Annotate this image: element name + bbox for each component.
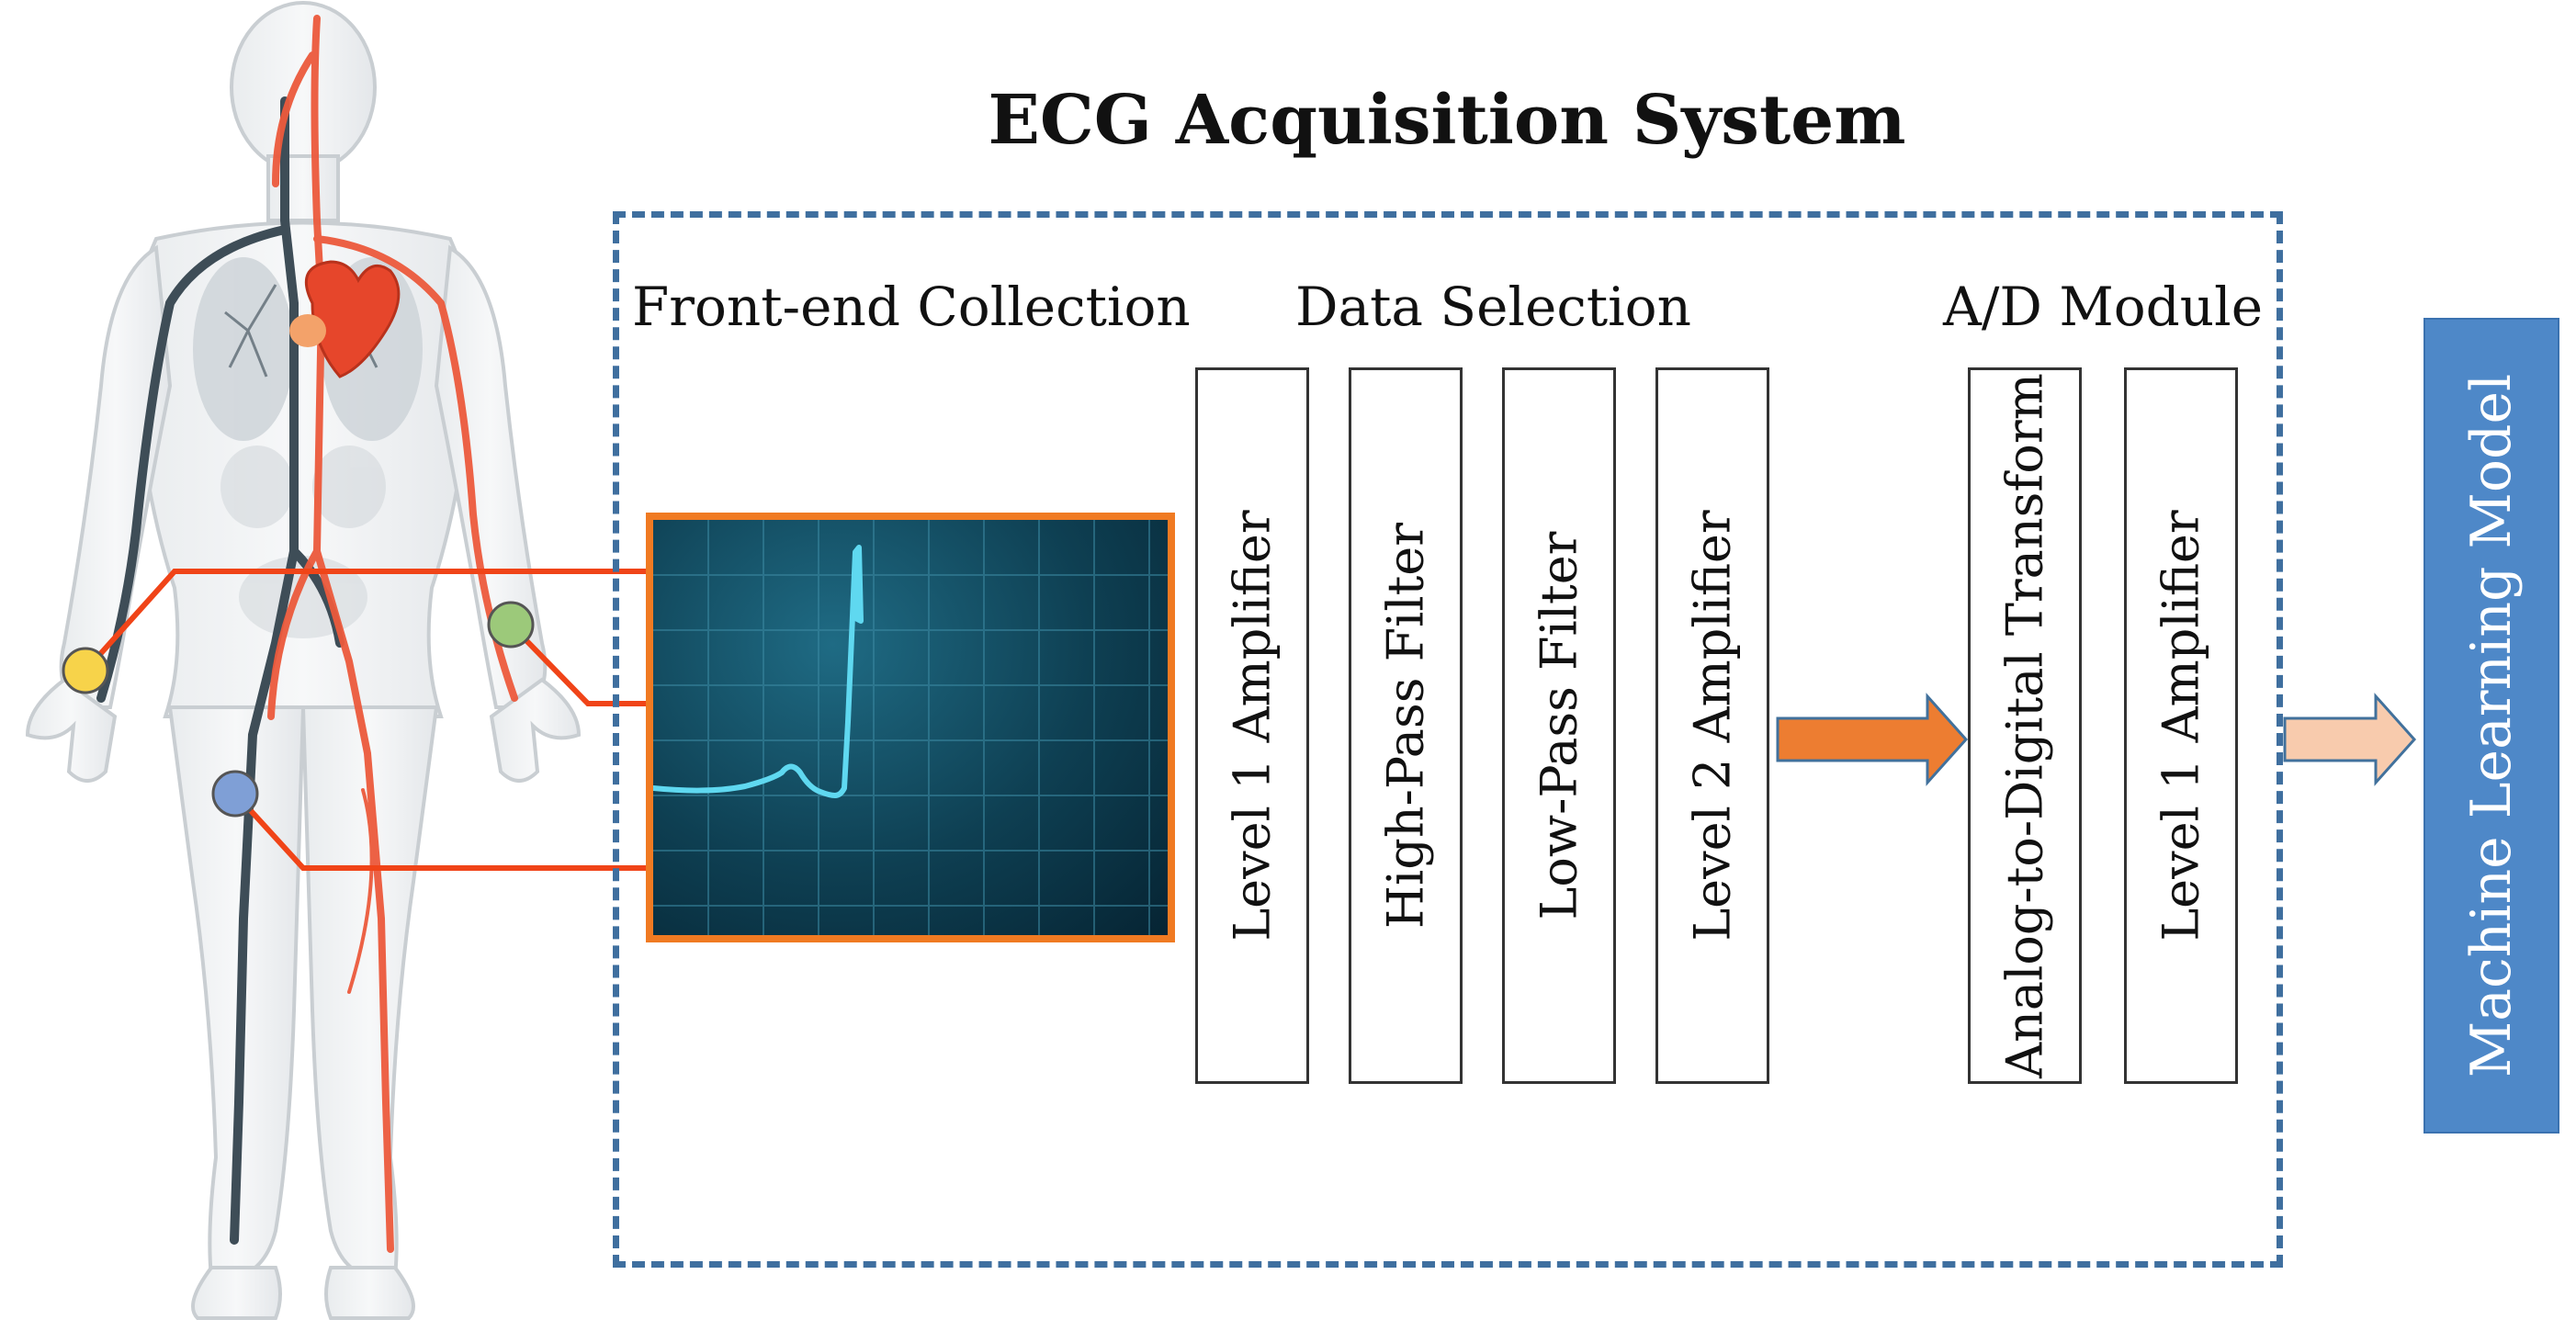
electrode-left-arm [62,647,109,694]
ecg-monitor-icon [646,513,1175,942]
stage-label: Low-Pass Filter [1530,531,1588,920]
section-label-front-end: Front-end Collection [632,276,1191,338]
acquisition-system-boundary [613,211,2283,1268]
stage-high-pass-filter: High-Pass Filter [1349,367,1463,1084]
stage-analog-to-digital: Analog-to-Digital Transform [1968,367,2082,1084]
stage-label: High-Pass Filter [1376,522,1435,930]
electrode-leg [211,770,259,818]
section-label-ad-module: A/D Module [1943,276,2264,338]
diagram-title: ECG Acquisition System [988,81,1906,160]
stage-label: Level 2 Amplifier [1683,510,1742,942]
stage-level-1-amplifier: Level 1 Amplifier [1195,367,1309,1084]
electrode-right-arm [487,601,535,649]
lead-wire-left-arm [83,569,648,673]
stage-label: Level 1 Amplifier [1223,510,1282,942]
ecg-trace [653,545,864,798]
human-body-illustration [25,1,582,1320]
lead-wire-leg [232,791,648,871]
stage-label: Level 1 Amplifier [2152,510,2210,942]
lead-wire-right-arm [508,622,648,706]
section-label-data-selection: Data Selection [1295,276,1691,338]
heart-icon [289,260,401,378]
stage-low-pass-filter: Low-Pass Filter [1502,367,1616,1084]
stage-ad-level-1-amplifier: Level 1 Amplifier [2124,367,2238,1084]
ml-model-label: Machine Learning Model [2459,373,2524,1078]
stage-label: Analog-to-Digital Transform [1995,373,2054,1078]
machine-learning-model-box: Machine Learning Model [2423,318,2559,1134]
stage-level-2-amplifier: Level 2 Amplifier [1655,367,1769,1084]
